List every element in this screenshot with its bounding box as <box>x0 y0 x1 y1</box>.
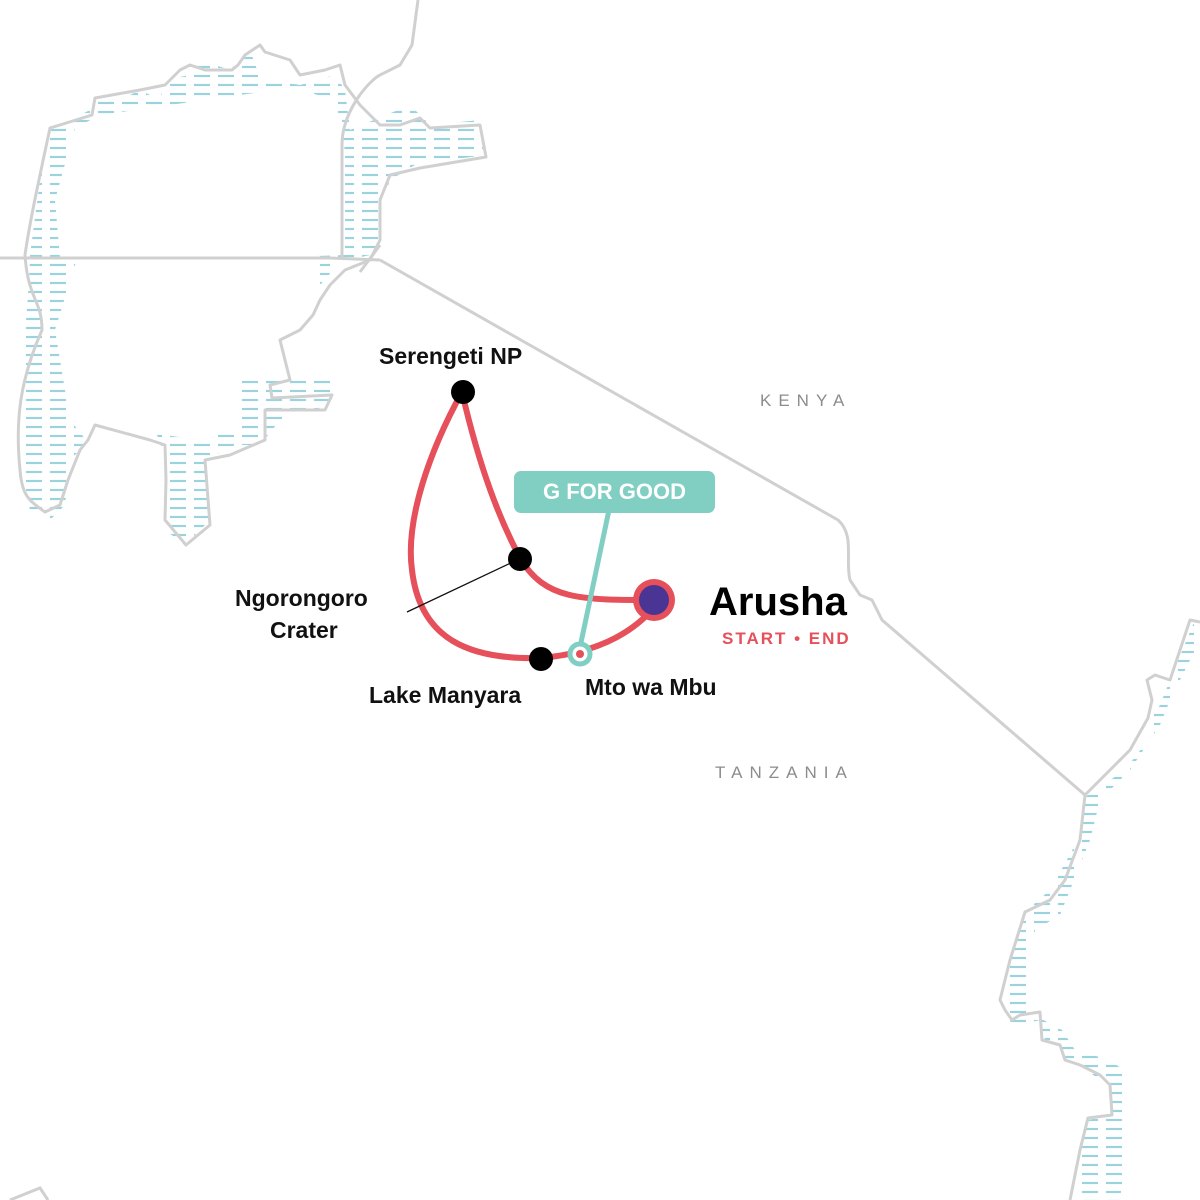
label-mto-wa-mbu: Mto wa Mbu <box>585 674 717 700</box>
label-lake-manyara: Lake Manyara <box>369 682 522 708</box>
label-crater: Crater <box>270 617 338 643</box>
label-kenya: KENYA <box>760 391 852 410</box>
coastline-fragment <box>9 1186 50 1200</box>
ngorongoro-marker[interactable] <box>508 547 532 571</box>
label-arusha: Arusha <box>709 580 847 624</box>
country-borders <box>0 0 1086 797</box>
g-for-good-badge[interactable]: G FOR GOOD <box>514 471 715 513</box>
lake-victoria <box>16 43 488 547</box>
serengeti-marker[interactable] <box>451 380 475 404</box>
label-ngorongoro: Ngorongoro <box>235 585 368 611</box>
ngorongoro-leader-line <box>406 560 516 613</box>
route <box>407 389 658 662</box>
lake-manyara-marker[interactable] <box>529 647 553 671</box>
g-for-good-connector <box>576 509 612 653</box>
coastline-east <box>998 618 1200 1200</box>
arusha-marker[interactable] <box>633 579 675 621</box>
mto-wa-mbu-marker[interactable] <box>567 641 593 667</box>
label-tanzania: TANZANIA <box>715 763 854 782</box>
label-serengeti: Serengeti NP <box>379 343 523 369</box>
label-start-end: START • END <box>722 629 851 648</box>
